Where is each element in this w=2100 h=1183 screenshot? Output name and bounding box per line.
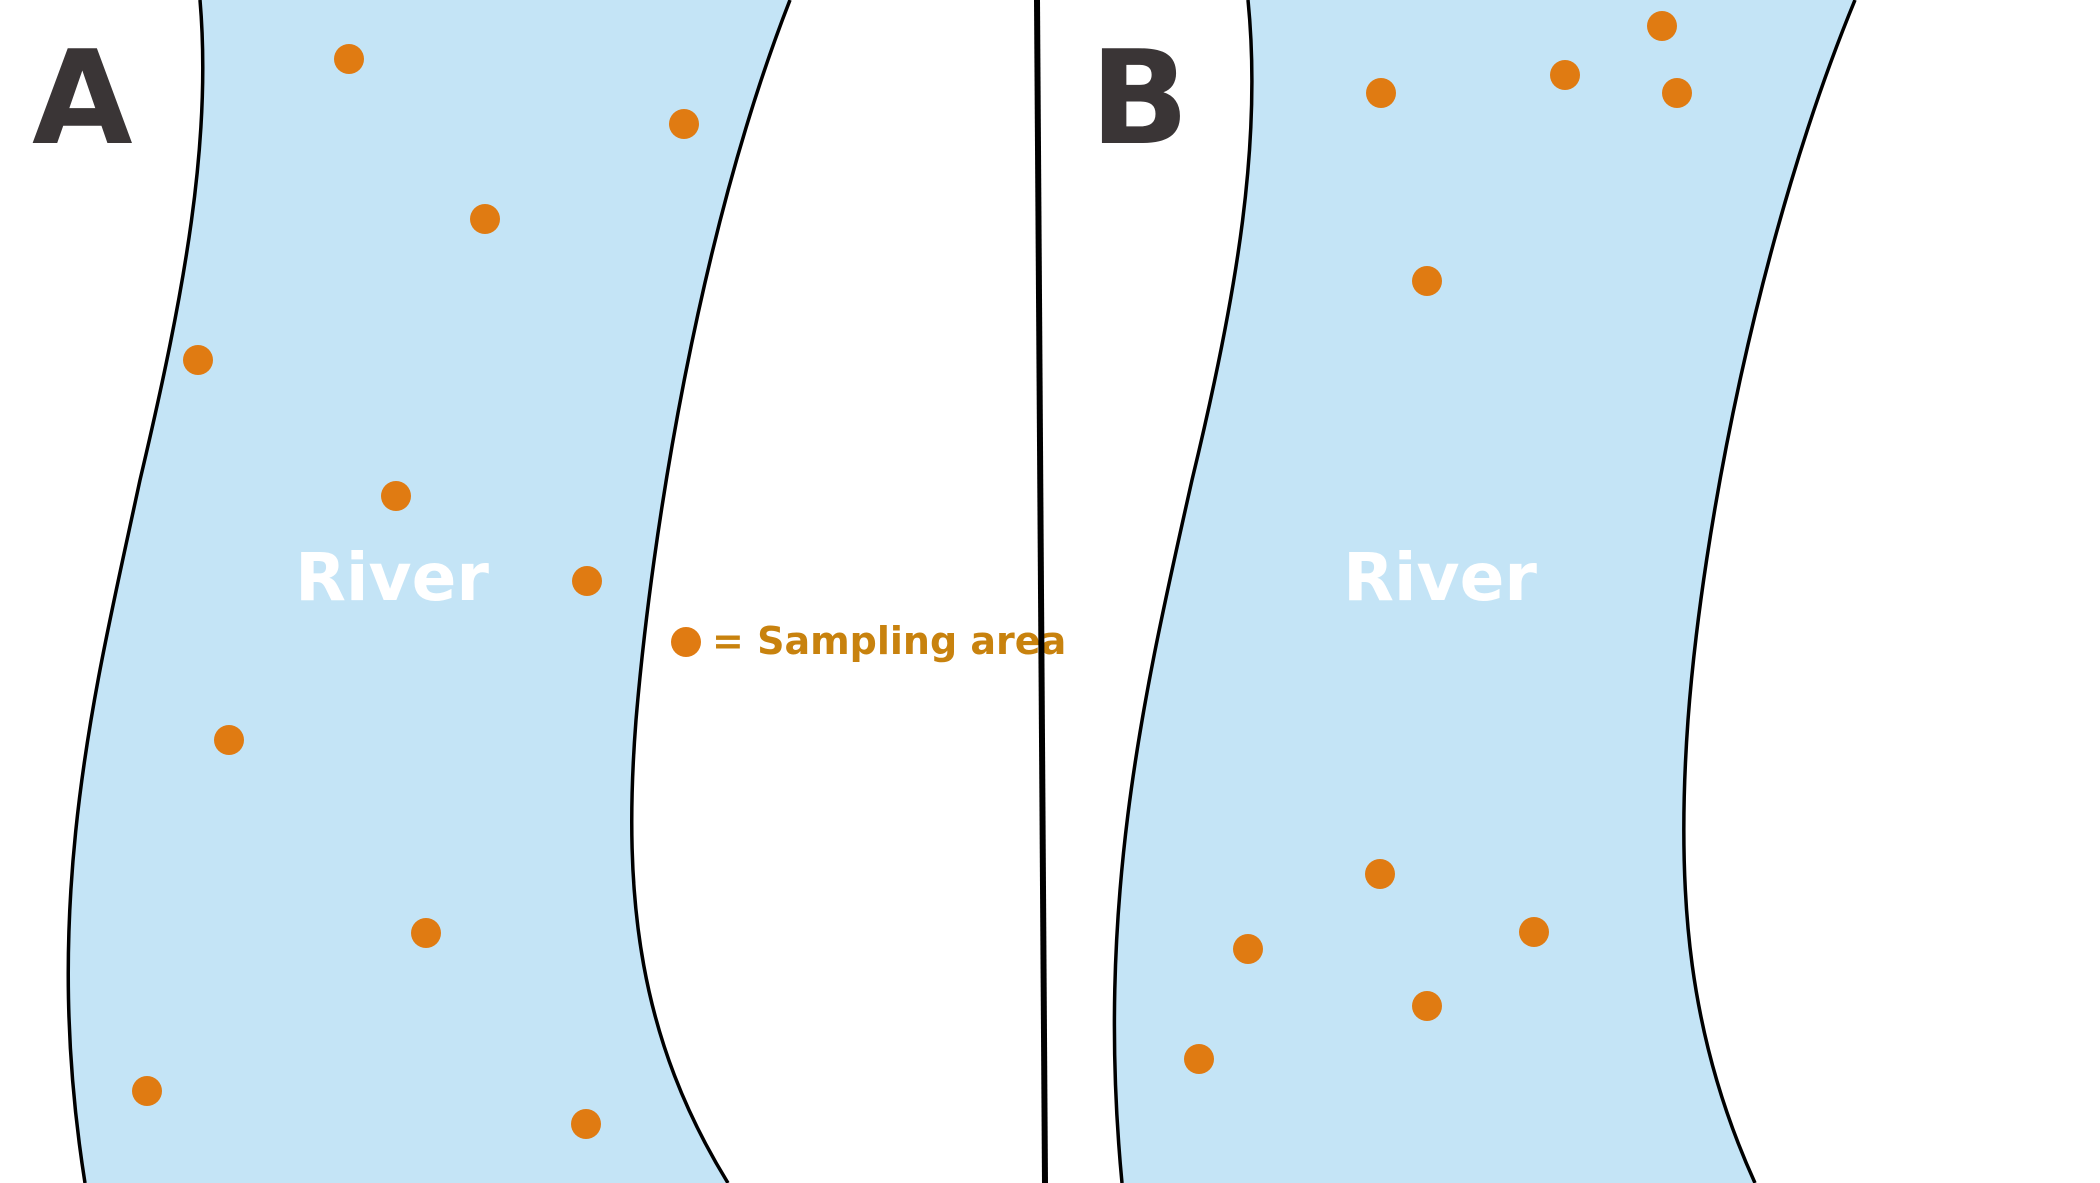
panel-b-sampling-point-4 bbox=[1662, 78, 1692, 108]
panel-a-sampling-point-7 bbox=[214, 725, 244, 755]
panel-a-sampling-point-1 bbox=[334, 44, 364, 74]
panel-a-river-water bbox=[68, 0, 791, 1183]
panel-b-sampling-point-3 bbox=[1550, 60, 1580, 90]
panel-a-sampling-point-9 bbox=[132, 1076, 162, 1106]
panel-a-sampling-point-4 bbox=[183, 345, 213, 375]
panel-b-sampling-point-5 bbox=[1412, 266, 1442, 296]
panel-b-sampling-point-6 bbox=[1365, 859, 1395, 889]
panel-b-river-label: River bbox=[1343, 539, 1537, 616]
panel-divider bbox=[1034, 0, 1048, 1183]
panel-b-left-bank bbox=[1112, 0, 1254, 1183]
panel-a-sampling-point-10 bbox=[571, 1109, 601, 1139]
panel-b-sampling-point-8 bbox=[1519, 917, 1549, 947]
panel-a-river-label: River bbox=[295, 539, 489, 616]
legend-sampling-point-marker bbox=[671, 627, 701, 657]
panel-b-letter: B bbox=[1090, 22, 1189, 174]
panel-a-sampling-point-6 bbox=[572, 566, 602, 596]
panel-a-left-bank bbox=[66, 0, 205, 1183]
panel-b-sampling-point-1 bbox=[1647, 11, 1677, 41]
panel-a-sampling-point-2 bbox=[669, 109, 699, 139]
panel-b-sampling-point-2 bbox=[1366, 78, 1396, 108]
panel-b-river-water bbox=[1114, 0, 1855, 1183]
panel-a-sampling-point-3 bbox=[470, 204, 500, 234]
panel-b-sampling-point-7 bbox=[1233, 934, 1263, 964]
panel-b-sampling-point-10 bbox=[1184, 1044, 1214, 1074]
panel-a-letter: A bbox=[32, 22, 133, 174]
panel-a: A River bbox=[32, 0, 792, 1183]
panel-a-right-bank bbox=[630, 0, 792, 1183]
panel-b: B River bbox=[1090, 0, 1857, 1183]
legend-sampling-area-label: = Sampling area bbox=[712, 619, 1066, 663]
panel-b-sampling-points bbox=[1184, 11, 1692, 1074]
panel-b-sampling-point-9 bbox=[1412, 991, 1442, 1021]
panel-a-sampling-points bbox=[132, 44, 699, 1139]
panel-a-sampling-point-8 bbox=[411, 918, 441, 948]
panel-a-sampling-point-5 bbox=[381, 481, 411, 511]
panel-b-right-bank bbox=[1681, 0, 1857, 1183]
legend: = Sampling area bbox=[671, 619, 1066, 663]
